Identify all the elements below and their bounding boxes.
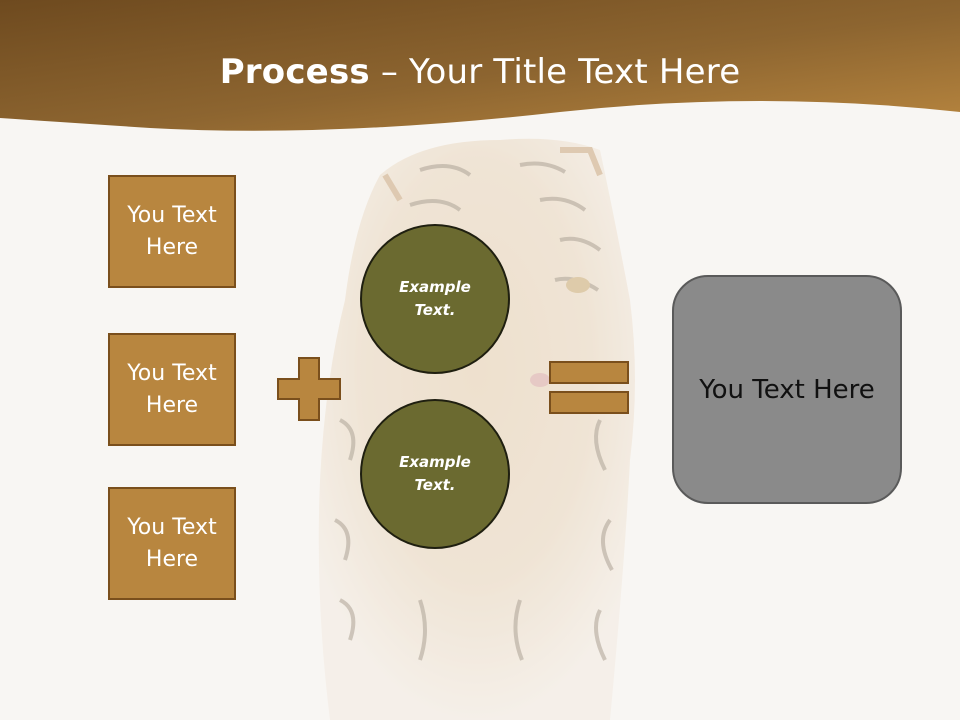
- text-box-2[interactable]: You Text Here: [108, 333, 236, 446]
- title-bold: Process: [219, 52, 370, 92]
- result-box[interactable]: You Text Here: [672, 275, 902, 504]
- example-circle-2[interactable]: Example Text.: [360, 399, 510, 549]
- text-box-1[interactable]: You Text Here: [108, 175, 236, 288]
- equals-icon: [549, 361, 629, 414]
- example-circle-1[interactable]: Example Text.: [360, 224, 510, 374]
- slide-title: Process – Your Title Text Here: [0, 52, 960, 92]
- text-box-3[interactable]: You Text Here: [108, 487, 236, 600]
- plus-icon: [277, 357, 341, 421]
- title-rest: – Your Title Text Here: [369, 52, 741, 92]
- header-band: [0, 0, 960, 131]
